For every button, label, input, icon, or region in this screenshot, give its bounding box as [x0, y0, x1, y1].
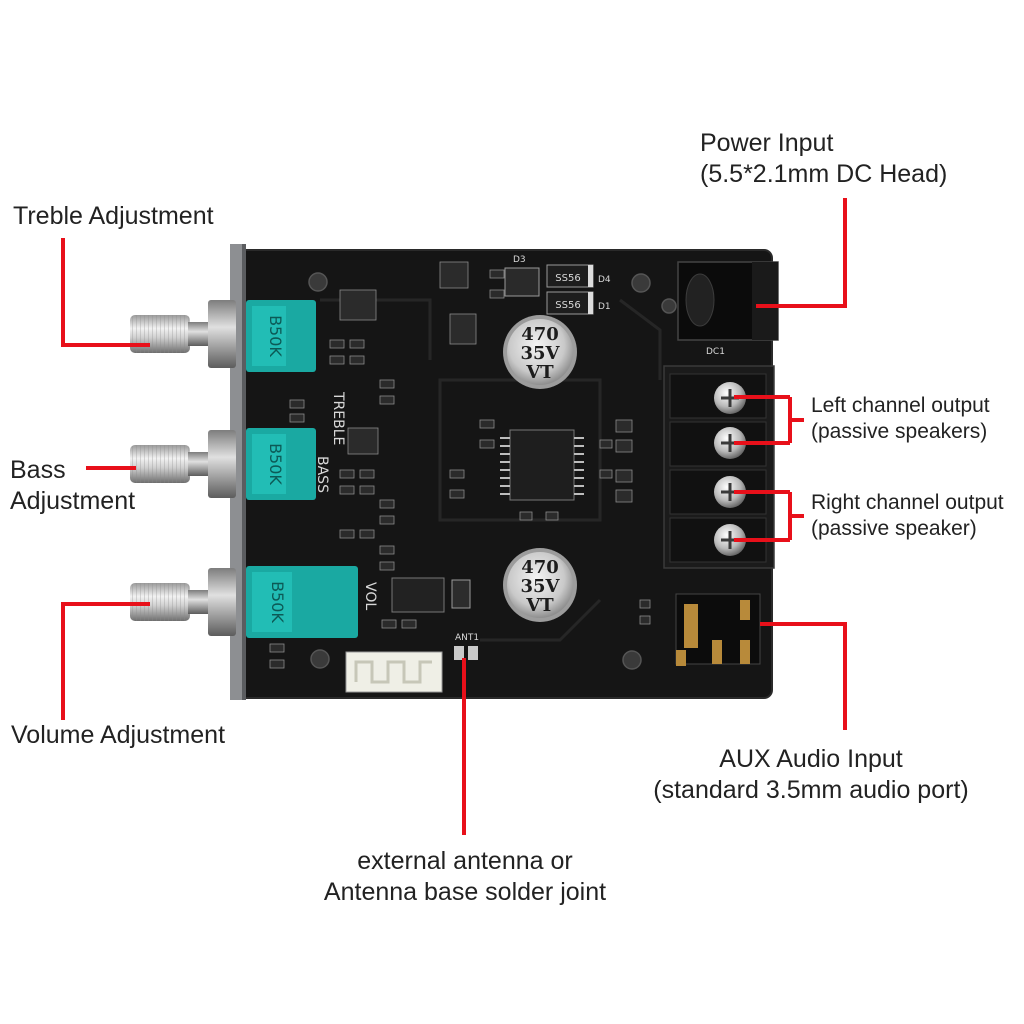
bass-callout-line2: Adjustment	[10, 487, 136, 516]
antenna-callout-line2: Antenna base solder joint	[323, 878, 607, 907]
aux-callout-line2: (standard 3.5mm audio port)	[653, 776, 969, 805]
pcb-board	[238, 250, 772, 698]
power-pointer-line	[756, 198, 847, 308]
treble-potentiometer: B50K	[246, 300, 316, 372]
speaker-terminal-block	[663, 365, 775, 569]
left-channel-callout: Left channel output (passive speakers)	[811, 393, 990, 446]
terminal-screws	[714, 382, 746, 556]
vol-silk-label: VOL	[362, 582, 378, 610]
volume-knob	[130, 568, 236, 636]
bass-knob	[130, 430, 236, 498]
antenna-callout: external antenna or Antenna base solder …	[300, 846, 630, 909]
bluetooth-antenna-module	[345, 651, 443, 693]
antenna-callout-line1: external antenna or	[357, 847, 573, 875]
power-callout-line2: (5.5*2.1mm DC Head)	[700, 160, 948, 189]
right-channel-pointer-line	[734, 490, 804, 542]
smd-components	[269, 261, 651, 669]
volume-potentiometer: B50K	[246, 566, 358, 638]
left-channel-callout-line1: Left channel output	[811, 394, 990, 417]
ant-silk-label: ANT1	[455, 633, 479, 643]
bluetooth-ic	[391, 577, 471, 613]
aux-callout-line1: AUX Audio Input	[719, 745, 903, 773]
mounting-holes	[308, 272, 677, 670]
svg-text:D1: D1	[598, 302, 611, 312]
dc-power-jack: DC1	[677, 261, 779, 357]
power-callout-line1: Power Input	[700, 129, 834, 157]
svg-text:470: 470	[521, 324, 559, 345]
svg-text:D3: D3	[513, 255, 526, 265]
left-channel-callout-line2: (passive speakers)	[811, 420, 988, 444]
svg-text:VT: VT	[525, 595, 554, 616]
bass-potentiometer: B50K	[246, 428, 316, 500]
aux-pointer-line	[760, 622, 847, 730]
treble-callout: Treble Adjustment	[13, 202, 214, 230]
svg-text:B50K: B50K	[266, 315, 285, 357]
capacitor-top: 470 35V VT	[503, 315, 577, 389]
svg-text:B50K: B50K	[266, 443, 285, 485]
bass-silk-label: BASS	[314, 456, 330, 493]
right-channel-callout-line1: Right channel output	[811, 491, 1004, 514]
treble-pointer-line	[61, 238, 150, 347]
svg-text:470: 470	[521, 557, 559, 578]
svg-text:35V: 35V	[520, 343, 560, 364]
svg-text:VT: VT	[525, 362, 554, 383]
svg-text:D4: D4	[598, 275, 611, 285]
power-callout: Power Input (5.5*2.1mm DC Head)	[700, 128, 947, 191]
aux-audio-jack	[675, 593, 761, 666]
bass-callout: Bass Adjustment	[10, 455, 135, 518]
svg-text:35V: 35V	[520, 576, 560, 597]
aux-callout: AUX Audio Input (standard 3.5mm audio po…	[646, 744, 976, 807]
right-channel-callout-line2: (passive speaker)	[811, 517, 977, 541]
left-channel-pointer-line	[734, 395, 804, 445]
antenna-solder-pads: ANT1	[454, 633, 479, 660]
svg-text:SS56: SS56	[555, 300, 580, 311]
volume-callout: Volume Adjustment	[11, 721, 226, 749]
volume-pointer-line	[61, 602, 150, 720]
dc-silk-label: DC1	[706, 347, 725, 357]
treble-silk-label: TREBLE	[330, 391, 346, 445]
amplifier-ic	[500, 429, 584, 501]
right-channel-callout: Right channel output (passive speaker)	[811, 490, 1004, 543]
pointer-lines	[61, 198, 847, 835]
bass-callout-line1: Bass	[10, 456, 66, 484]
diodes: SS56 SS56 D3 D4 D1	[504, 255, 611, 315]
treble-knob	[130, 300, 236, 368]
svg-text:B50K: B50K	[268, 581, 287, 623]
capacitor-bottom: 470 35V VT	[503, 548, 577, 622]
svg-text:SS56: SS56	[555, 273, 580, 284]
